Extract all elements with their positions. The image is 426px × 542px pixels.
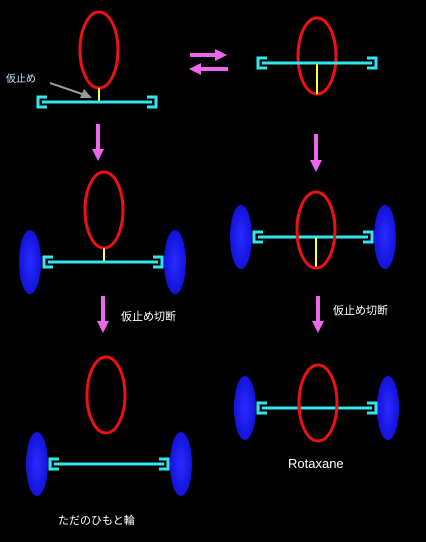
bulky-end-left xyxy=(230,205,252,269)
panel-ring-tethered: 仮止め xyxy=(6,10,158,109)
axle-end-right xyxy=(363,230,374,244)
panel-rotaxane xyxy=(234,363,399,443)
ring xyxy=(83,170,125,250)
equilibrium-arrows xyxy=(189,49,228,75)
arrow-down-right-1 xyxy=(310,134,322,172)
bulky-end-left xyxy=(19,230,41,294)
bulky-end-right xyxy=(164,230,186,294)
bulky-end-left xyxy=(234,376,256,440)
axle-end-right xyxy=(159,457,170,471)
label-result-left: ただのひもと輪 xyxy=(58,513,135,527)
bulky-end-right xyxy=(170,432,192,496)
pointer-arrowhead xyxy=(80,89,92,98)
axle-end-left xyxy=(256,401,267,415)
panel-ring-threaded xyxy=(256,16,378,96)
ring xyxy=(85,355,127,435)
axle-end-right xyxy=(147,95,158,109)
axle-end-left xyxy=(48,457,59,471)
axle-end-left xyxy=(36,95,47,109)
ring xyxy=(295,190,337,270)
bulky-end-right xyxy=(377,376,399,440)
label-temporary-stopper: 仮止め xyxy=(6,72,36,85)
label-cut-stopper-right: 仮止め切断 xyxy=(333,303,388,317)
axle-end-right xyxy=(367,56,378,70)
axle-end-right xyxy=(367,401,378,415)
label-rotaxane: Rotaxane xyxy=(288,456,344,471)
label-cut-stopper-left: 仮止め切断 xyxy=(121,309,176,323)
arrow-down-left-2 xyxy=(97,296,109,333)
axle-end-left xyxy=(256,56,267,70)
arrow-down-left-1 xyxy=(92,124,104,161)
ring xyxy=(78,10,120,90)
panel-capped-tethered xyxy=(19,170,186,294)
arrow-down-right-2 xyxy=(312,296,324,333)
pointer-arrow xyxy=(49,82,86,96)
axle-end-left xyxy=(252,230,263,244)
panel-free-string-and-ring xyxy=(26,355,192,496)
axle-end-right xyxy=(153,255,164,269)
bulky-end-left xyxy=(26,432,48,496)
ring xyxy=(297,363,339,443)
panel-capped-threaded xyxy=(230,190,396,270)
bulky-end-right xyxy=(374,205,396,269)
axle-end-left xyxy=(42,255,53,269)
